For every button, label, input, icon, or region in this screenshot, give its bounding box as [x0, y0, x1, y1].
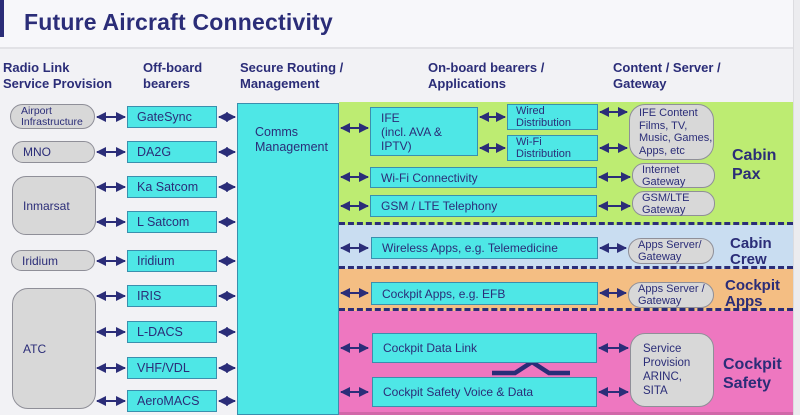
node-wifi-connectivity: Wi-Fi Connectivity	[370, 167, 597, 188]
node-gsm-lte-telephony: GSM / LTE Telephony	[370, 195, 597, 217]
band-label-cabin-pax: Cabin Pax	[732, 147, 777, 183]
page-title: Future Aircraft Connectivity	[24, 9, 333, 35]
node-aeromacs: AeroMACS	[127, 390, 217, 412]
slide-right-margin	[793, 0, 800, 415]
node-internet-gateway: Internet Gateway	[632, 163, 715, 188]
column-header-offboard-bearers: Off-board bearers	[143, 60, 203, 91]
node-mno: MNO	[12, 141, 95, 163]
node-l-dacs: L-DACS	[127, 321, 217, 343]
band-bottom-shade	[339, 412, 793, 415]
comms-management-label: Comms Management	[255, 125, 328, 154]
dashed-divider-crew-apps	[339, 266, 793, 269]
node-cockpit-apps: Cockpit Apps, e.g. EFB	[371, 282, 598, 305]
node-ife-content: IFE Content Films, TV, Music, Games, App…	[629, 104, 714, 160]
node-ka-satcom: Ka Satcom	[127, 176, 217, 198]
node-cockpit-data-link: Cockpit Data Link	[372, 333, 597, 363]
title-strip	[0, 0, 800, 49]
node-cockpit-safety-voice-data: Cockpit Safety Voice & Data	[372, 377, 597, 407]
column-header-radio-link: Radio Link Service Provision	[3, 60, 113, 91]
node-wireless-apps: Wireless Apps, e.g. Telemedicine	[371, 237, 598, 259]
band-label-cockpit-safety: Cockpit Safety	[723, 356, 782, 392]
dashed-divider-apps-safety	[339, 308, 793, 311]
node-wifi-distribution: Wi-Fi Distribution	[507, 135, 598, 161]
node-apps-server-crew: Apps Server/ Gateway	[628, 238, 714, 264]
node-service-provision: Service Provision ARINC, SITA	[630, 333, 714, 407]
node-iris: IRIS	[127, 285, 217, 307]
node-da2g: DA2G	[127, 141, 217, 163]
node-iridium-bearer: Iridium	[127, 250, 217, 272]
column-header-content-server: Content / Server / Gateway	[613, 60, 721, 91]
node-inmarsat: Inmarsat	[12, 176, 96, 235]
node-vhf-vdl: VHF/VDL	[127, 357, 217, 379]
node-comms-management: Comms Management	[237, 103, 570, 415]
node-wired-distribution: Wired Distribution	[507, 104, 598, 130]
band-label-cabin-crew: Cabin Crew	[730, 235, 772, 268]
accent-bar	[0, 0, 4, 37]
node-airport-infrastructure: Airport Infrastructure	[10, 104, 95, 129]
node-gatesync: GateSync	[127, 106, 217, 128]
column-header-onboard-bearers: On-board bearers / Applications	[428, 60, 545, 91]
node-gsm-lte-gateway: GSM/LTE Gateway	[632, 191, 715, 216]
dashed-divider-pax-crew	[339, 222, 793, 225]
node-iridium-provider: Iridium	[11, 250, 95, 271]
node-atc: ATC	[12, 288, 96, 409]
band-label-cockpit-apps: Cockpit Apps	[725, 277, 781, 310]
node-l-satcom: L Satcom	[127, 211, 217, 233]
node-apps-server-cockpit: Apps Server / Gateway	[628, 282, 714, 308]
node-ife: IFE (incl. AVA & IPTV)	[370, 107, 478, 156]
column-header-secure-routing: Secure Routing / Management	[240, 60, 344, 91]
